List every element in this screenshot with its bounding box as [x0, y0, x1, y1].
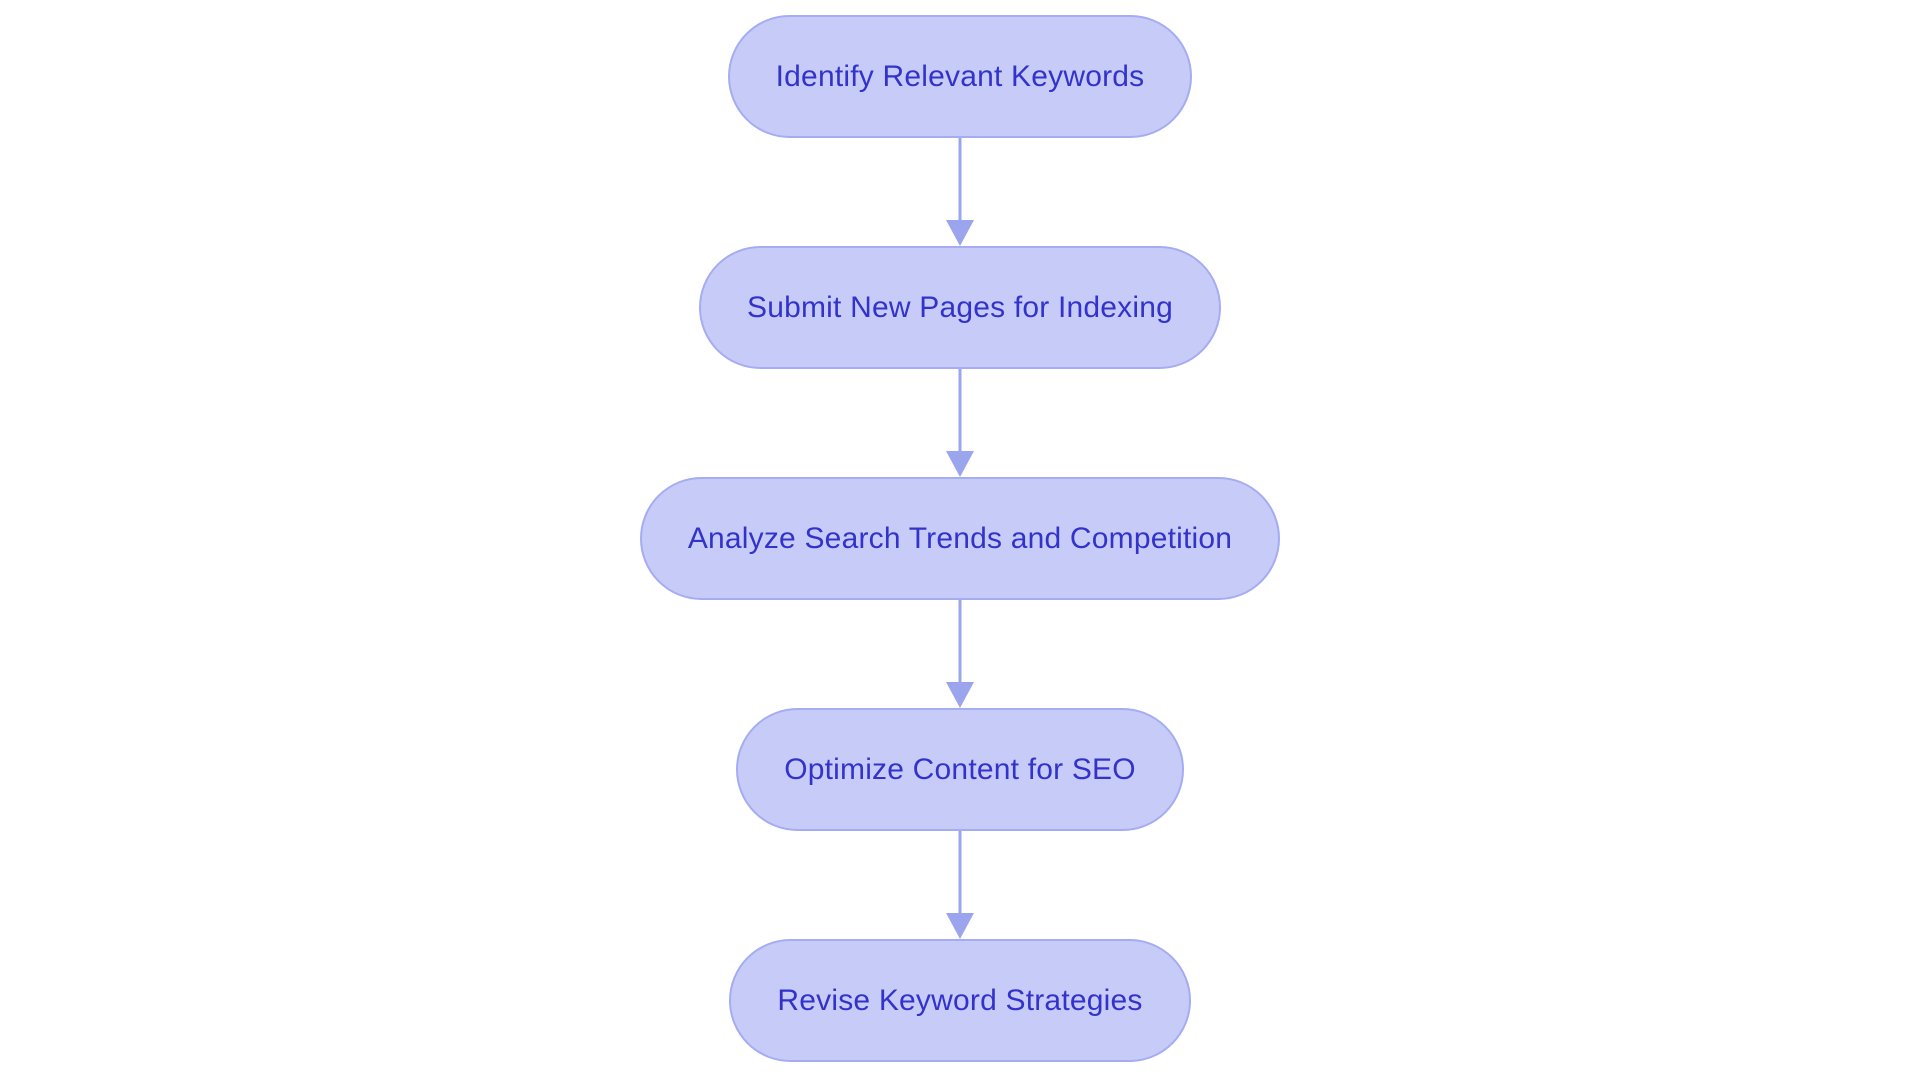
connector-line [958, 369, 962, 451]
down-arrow-icon [946, 682, 974, 708]
flow-node-identify-relevant-keywords[interactable]: Identify Relevant Keywords [727, 15, 1193, 138]
flow-node-label: Revise Keyword Strategies [777, 983, 1143, 1017]
flow-node-analyze-search-trends-and-competition[interactable]: Analyze Search Trends and Competition [639, 477, 1281, 600]
connector-line [958, 831, 962, 913]
flow-connector-2 [940, 369, 980, 477]
flow-node-label: Submit New Pages for Indexing [746, 290, 1174, 324]
flow-node-label: Identify Relevant Keywords [775, 59, 1145, 93]
flow-node-label: Optimize Content for SEO [784, 752, 1136, 786]
connector-line [958, 138, 962, 220]
flow-connector-4 [940, 831, 980, 939]
down-arrow-icon [946, 451, 974, 477]
flow-node-submit-new-pages-for-indexing[interactable]: Submit New Pages for Indexing [698, 246, 1222, 369]
flow-node-revise-keyword-strategies[interactable]: Revise Keyword Strategies [729, 939, 1191, 1062]
flow-node-label: Analyze Search Trends and Competition [687, 521, 1233, 555]
connector-line [958, 600, 962, 682]
down-arrow-icon [946, 913, 974, 939]
down-arrow-icon [946, 220, 974, 246]
flow-connector-3 [940, 600, 980, 708]
flow-node-optimize-content-for-seo[interactable]: Optimize Content for SEO [736, 708, 1184, 831]
flow-connector-1 [940, 138, 980, 246]
